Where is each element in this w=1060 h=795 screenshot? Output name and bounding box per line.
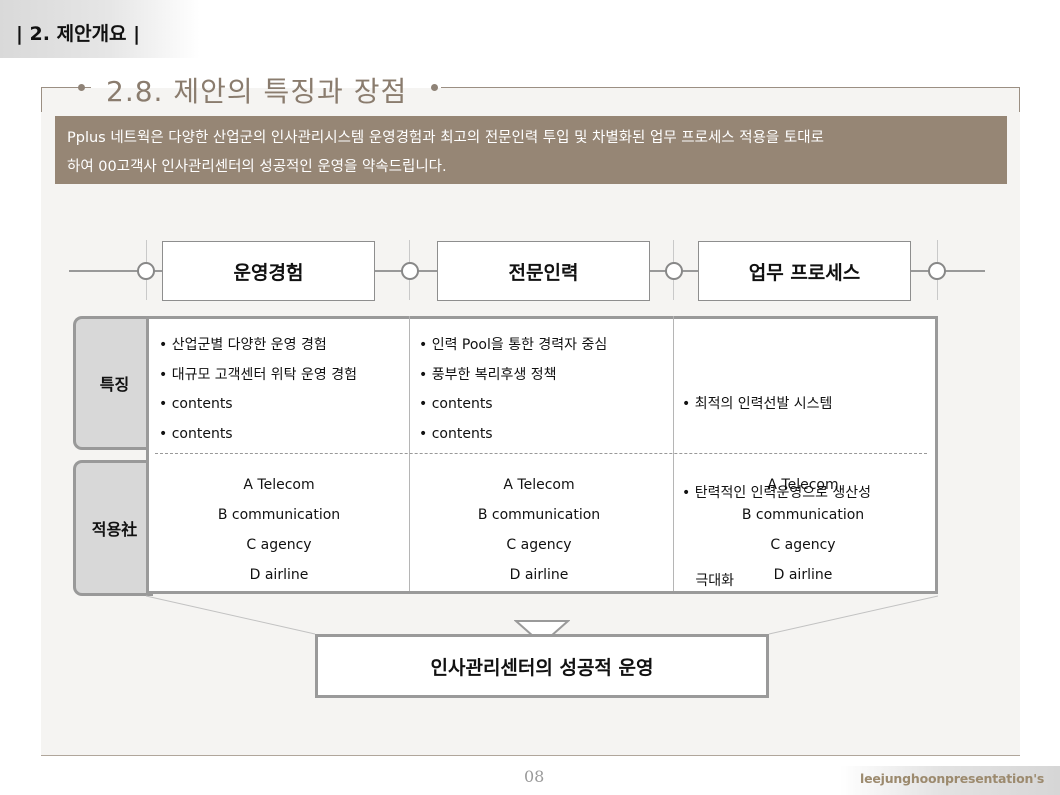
feature-list-operation: • 산업군별 다양한 운영 경험 • 대규모 고객센터 위탁 운영 경험 • c… xyxy=(159,331,357,449)
category-label: 운영경험 xyxy=(233,261,304,284)
list-item: • 최적의 인력선발 시스템 xyxy=(682,396,833,412)
section-label: | 2. 제안개요 | xyxy=(16,23,141,45)
client-list-process: A Telecom B communication C agency D air… xyxy=(673,470,933,590)
list-item: B communication xyxy=(217,507,341,523)
row-divider xyxy=(155,453,927,454)
row-tab-clients: 적용社 xyxy=(73,460,153,596)
intro-line: Pplus 네트웍은 다양한 산업군의 인사관리시스템 운영경험과 최고의 전문… xyxy=(67,130,824,146)
row-tab-label: 특징 xyxy=(99,375,130,394)
result-box: 인사관리센터의 성공적 운영 xyxy=(315,634,769,698)
frame-top-right-line xyxy=(441,87,1020,88)
list-item: D airline xyxy=(773,567,833,583)
feature-list-staff: • 인력 Pool을 통한 경력자 중심 • 풍부한 복리후생 정책 • con… xyxy=(419,331,607,449)
list-item: C agency xyxy=(246,537,312,553)
category-business-process: 업무 프로세스 xyxy=(698,241,911,301)
category-operation-experience: 운영경험 xyxy=(162,241,375,301)
category-label: 전문인력 xyxy=(508,261,579,284)
list-item: A Telecom xyxy=(243,477,315,493)
row-tab-features: 특징 xyxy=(73,316,153,450)
result-label: 인사관리센터의 성공적 운영 xyxy=(430,656,654,679)
list-item: • 산업군별 다양한 운영 경험 xyxy=(159,337,327,353)
frame-top-left-line xyxy=(41,87,91,88)
slide-subtitle: 2.8. 제안의 특징과 장점 xyxy=(106,75,408,108)
frame-right-line xyxy=(1019,87,1020,112)
list-item: • 인력 Pool을 통한 경력자 중심 xyxy=(419,337,608,353)
page-number: 08 xyxy=(524,767,545,786)
section-tab: | 2. 제안개요 | xyxy=(0,0,200,58)
list-item: C agency xyxy=(506,537,572,553)
client-list-operation: A Telecom B communication C agency D air… xyxy=(149,470,409,590)
list-item: • 대규모 고객센터 위탁 운영 경험 xyxy=(159,366,357,383)
list-item: • 풍부한 복리후생 정책 xyxy=(419,366,557,383)
timeline-node xyxy=(137,262,155,280)
down-chevron-icon xyxy=(514,620,570,646)
timeline-node xyxy=(665,262,683,280)
intro-banner: Pplus 네트웍은 다양한 산업군의 인사관리시스템 운영경험과 최고의 전문… xyxy=(55,116,1007,184)
list-item: • 탄력적인 인력운영으로 생산성 xyxy=(682,484,872,501)
category-label: 업무 프로세스 xyxy=(748,261,861,284)
row-tab-label: 적용社 xyxy=(91,520,138,539)
list-item: B communication xyxy=(477,507,601,523)
category-expert-staff: 전문인력 xyxy=(437,241,650,301)
intro-line: 하여 00고객사 인사관리센터의 성공적인 운영을 약속드립니다. xyxy=(67,159,447,175)
list-item: D airline xyxy=(509,567,569,583)
list-item: C agency xyxy=(770,537,836,553)
list-item: D airline xyxy=(249,567,309,583)
list-item: • contents xyxy=(159,396,233,412)
timeline-node xyxy=(401,262,419,280)
timeline-node xyxy=(928,262,946,280)
brand-label: leejunghoonpresentation's xyxy=(860,771,1045,786)
comparison-grid xyxy=(146,316,938,594)
subtitle-bullet-left xyxy=(78,84,85,91)
frame-left-line xyxy=(41,87,42,112)
list-item: A Telecom xyxy=(503,477,575,493)
list-item: • contents xyxy=(159,425,233,442)
subtitle-bullet-right xyxy=(431,84,438,91)
list-item: • contents xyxy=(419,396,493,412)
client-list-staff: A Telecom B communication C agency D air… xyxy=(409,470,669,590)
list-item: 극대화 xyxy=(682,573,734,589)
list-item: A Telecom xyxy=(767,477,839,493)
list-item: • contents xyxy=(419,425,493,442)
brand-tag: leejunghoonpresentation's xyxy=(840,766,1060,795)
list-item: B communication xyxy=(741,507,865,523)
footer-rule xyxy=(41,755,1020,756)
